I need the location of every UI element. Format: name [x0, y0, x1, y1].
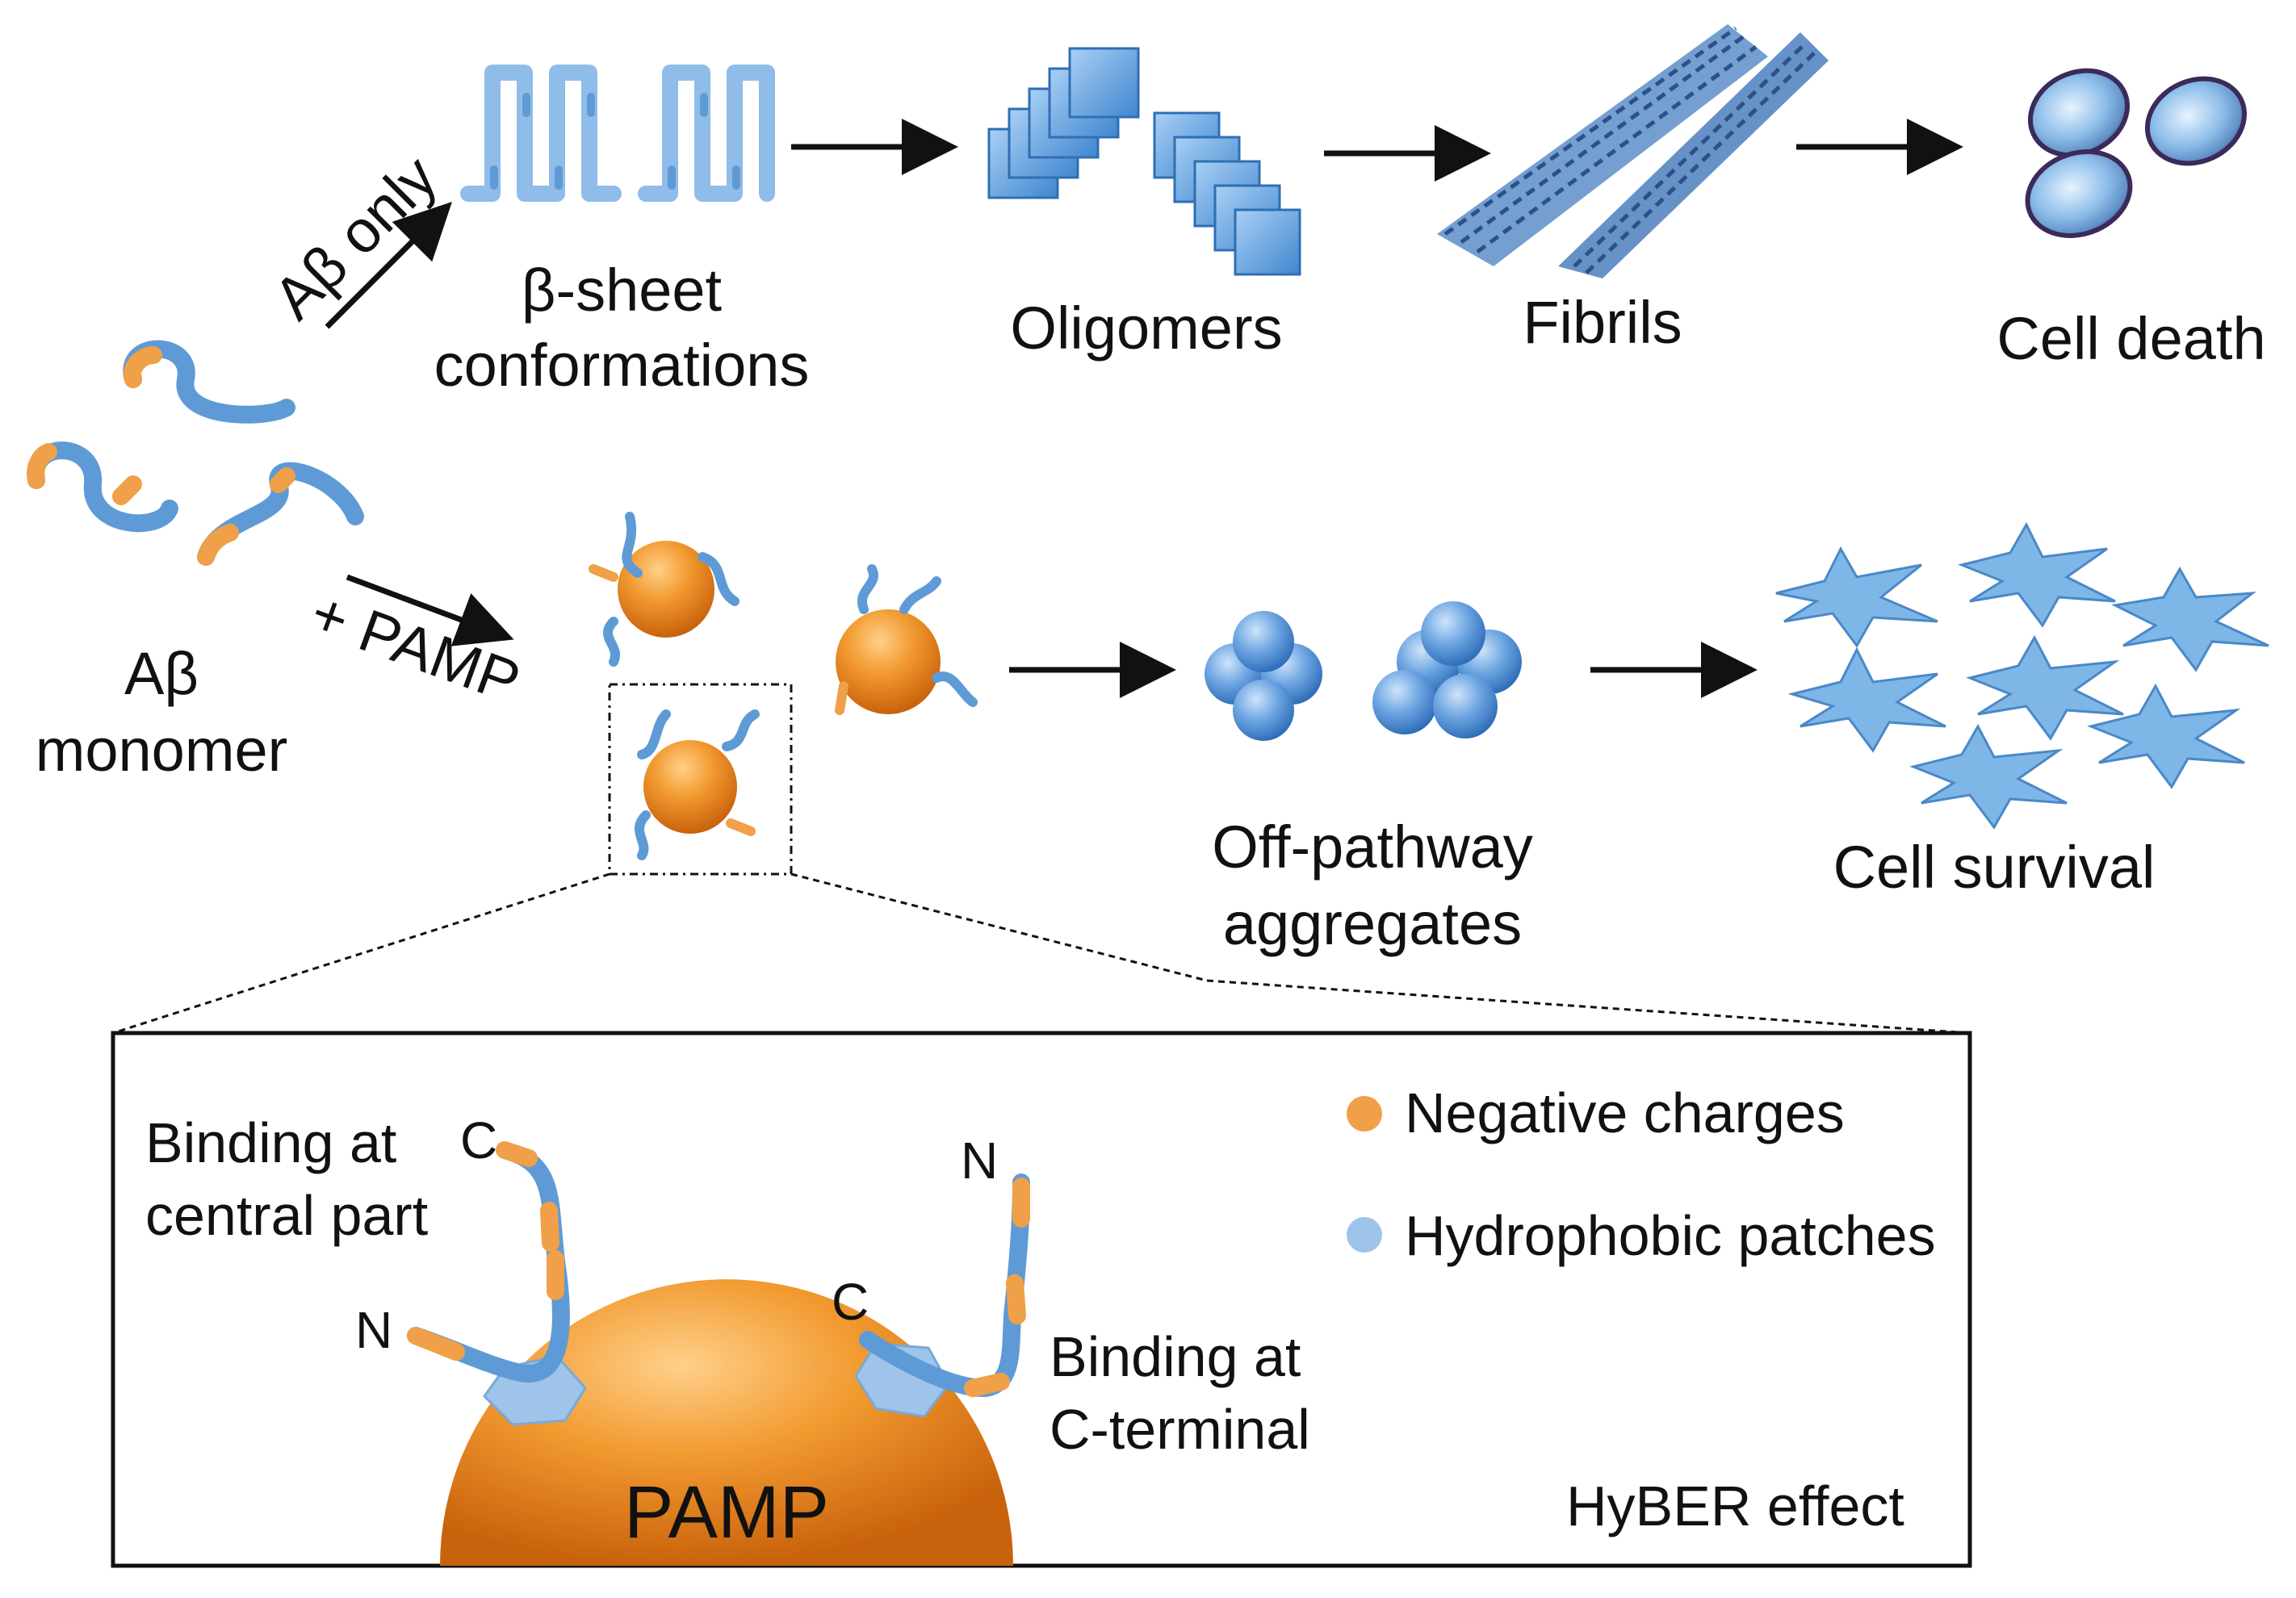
legend-negative-charge-swatch — [1347, 1096, 1382, 1132]
legend-hydrophobic-swatch — [1347, 1217, 1382, 1253]
terminus-n-left: N — [355, 1301, 392, 1359]
abeta-only-arrow — [325, 202, 452, 329]
pamp-particle-right — [835, 564, 978, 715]
off-pathway-label-line2: aggregates — [1223, 890, 1522, 957]
surviving-cells — [1775, 521, 2269, 830]
peptide-central-binding — [407, 1141, 570, 1383]
legend-hydrophobic-patches-label: Hydrophobic patches — [1405, 1204, 1936, 1267]
beta-sheet-label-line1: β-sheet — [522, 257, 723, 324]
pamp-particle-top — [589, 512, 739, 667]
terminus-c-right: C — [832, 1273, 869, 1331]
beta-sheet-ribbons — [460, 65, 775, 202]
monomer-label-line1: Aβ — [124, 640, 199, 707]
inset-legend: Negative charges Hydrophobic patches — [1347, 1081, 1936, 1267]
hydrophobic-patch-right — [854, 1342, 950, 1418]
binding-cterminal-label-line2: C-terminal — [1050, 1398, 1310, 1461]
abeta-only-label: Aβ only — [261, 143, 450, 332]
off-pathway-aggregates — [1205, 601, 1522, 741]
bottom-pathway: + PAMP — [303, 512, 2269, 957]
hyber-effect-label: HyBER effect — [1566, 1475, 1904, 1537]
cell-death-label: Cell death — [1996, 305, 2265, 372]
plus-pamp-label: + PAMP — [303, 579, 529, 716]
terminus-c-left: C — [460, 1111, 497, 1169]
fibrils — [1437, 24, 1829, 278]
pamp-label: PAMP — [624, 1471, 829, 1554]
binding-cterminal-label-line1: Binding at — [1050, 1325, 1301, 1388]
plus-pamp-arrow — [346, 574, 514, 646]
oligomer-stacks — [987, 47, 1301, 276]
dead-cells — [2025, 68, 2248, 238]
binding-central-label-line1: Binding at — [145, 1111, 396, 1174]
cell-survival-label: Cell survival — [1833, 834, 2156, 901]
terminus-n-right: N — [961, 1132, 998, 1190]
inset-frame — [111, 1031, 1972, 1568]
top-pathway: Aβ only β-sheet conformations Oligomers — [261, 24, 2266, 399]
binding-central-label-line2: central part — [145, 1184, 428, 1247]
pamp-particle-boxed — [635, 709, 760, 860]
hyber-inset: PAMP C N Binding at central part C N Bin… — [111, 1031, 1972, 1568]
monomer-label-line2: monomer — [36, 717, 288, 784]
zoom-box — [608, 683, 793, 876]
fibrils-label: Fibrils — [1523, 289, 1682, 356]
beta-sheet-label-line2: conformations — [434, 332, 810, 399]
off-pathway-label-line1: Off-pathway — [1212, 814, 1533, 881]
abeta-monomers — [27, 340, 364, 566]
oligomers-label: Oligomers — [1010, 295, 1282, 362]
legend-negative-charges-label: Negative charges — [1405, 1081, 1845, 1144]
peptide-cterminal-binding — [859, 1173, 1030, 1397]
zoom-connector-lines — [112, 872, 1971, 1035]
